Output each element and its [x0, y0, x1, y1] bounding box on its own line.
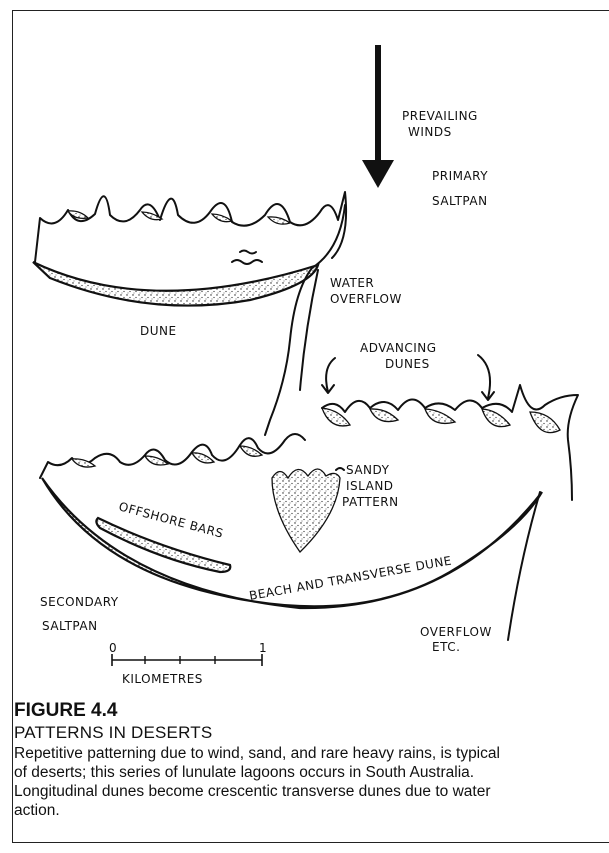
primary-saltpan: [33, 192, 346, 306]
label-dune: DUNE: [140, 324, 177, 338]
label-kilometres: KILOMETRES: [122, 672, 203, 686]
label-primary-saltpan-1: PRIMARY: [432, 169, 488, 183]
scale-label-zero: 0: [109, 641, 117, 655]
label-water-overflow-2: OVERFLOW: [330, 292, 402, 306]
label-sandy-island-1: SANDY: [346, 463, 390, 477]
label-secondary-saltpan-1: SECONDARY: [40, 595, 119, 609]
figure-title: PATTERNS IN DESERTS: [14, 722, 609, 744]
label-overflow-etc-2: ETC.: [432, 640, 460, 654]
overflow-channel-edge: [300, 270, 318, 390]
scale-bar: [112, 654, 262, 666]
label-advancing-dunes-1: ADVANCING: [360, 341, 437, 355]
label-water-overflow-1: WATER: [330, 276, 374, 290]
desert-patterns-diagram: PREVAILING WINDS PRIMARY SALTPAN WATER O…: [0, 0, 609, 700]
figure-caption-text: Repetitive patterning due to wind, sand,…: [14, 744, 609, 820]
label-overflow-etc-1: OVERFLOW: [420, 625, 492, 639]
label-sandy-island-3: PATTERN: [342, 495, 399, 509]
label-prevailing-winds-2: WINDS: [408, 125, 452, 139]
label-prevailing-winds-1: PREVAILING: [402, 109, 478, 123]
wind-arrow: [362, 45, 394, 188]
label-sandy-island-2: ISLAND: [346, 479, 394, 493]
water-overflow-channel: [265, 205, 345, 435]
label-beach-transverse-dune: BEACH AND TRANSVERSE DUNE: [248, 553, 453, 602]
label-primary-saltpan-2: SALTPAN: [432, 194, 488, 208]
label-advancing-dunes-2: DUNES: [385, 357, 430, 371]
sandy-island: [272, 468, 344, 552]
figure-caption-block: FIGURE 4.4 PATTERNS IN DESERTS Repetitiv…: [14, 700, 609, 820]
scale-label-one: 1: [259, 641, 267, 655]
figure-number: FIGURE 4.4: [14, 700, 609, 722]
label-secondary-saltpan-2: SALTPAN: [42, 619, 98, 633]
